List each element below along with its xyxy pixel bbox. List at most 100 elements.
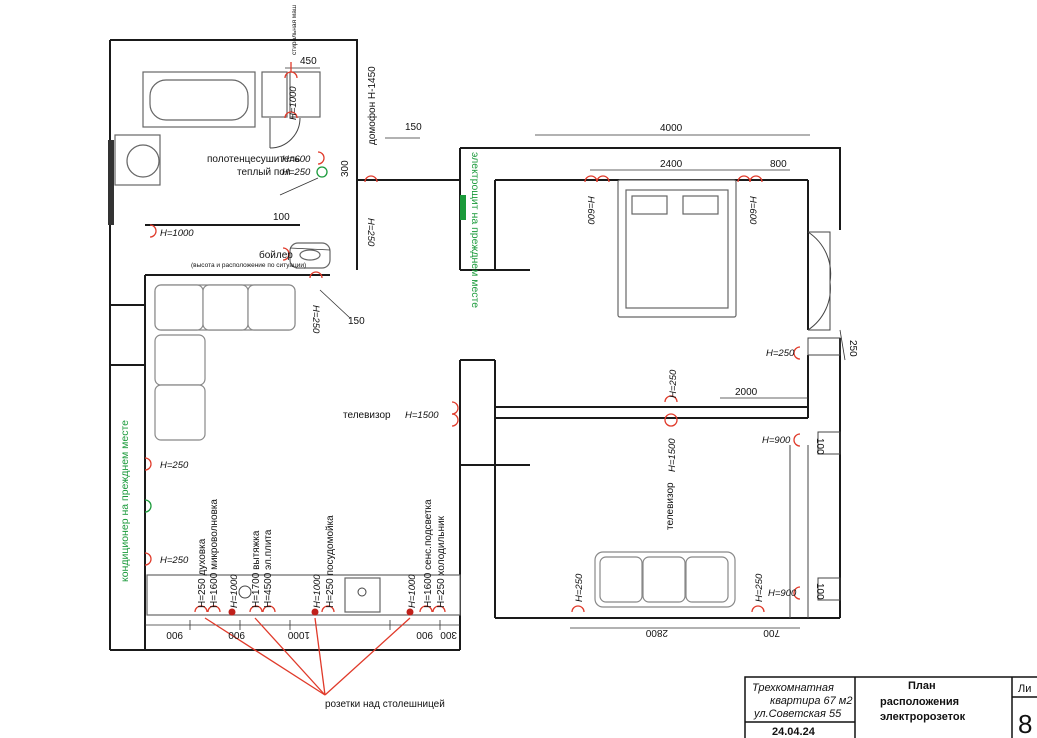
label-dim-100-b: 100 [814,438,825,455]
sheet-label: Ли [1018,683,1031,695]
label-h250-hall: Н=250 [365,218,376,247]
outlet-right-h900 [793,433,801,447]
label-dim-150-b: 150 [348,316,365,327]
kitchen-label-2: Н=1600 микроволновка [209,499,220,608]
label-intercom: домофон Н-1450 [366,66,378,145]
outlet-kitchen-4 [249,605,263,613]
label-warm-floor: теплый пол [237,167,291,178]
label-h250-floor: Н=250 [282,167,311,178]
label-countertop-outlets: розетки над столешницей [325,699,445,710]
sheet-number: 8 [1018,709,1032,738]
label-dim-100-c: 100 [814,583,825,600]
outlet-kitchen-8 [406,608,414,616]
label-h900-room2: Н=900 [768,588,797,599]
label-h1000-left: Н=1000 [160,228,194,239]
kitchen-dim-1: 900 [166,629,183,640]
outlet-bedroom-h250 [793,346,801,360]
label-h900-right: Н=900 [762,435,791,446]
label-dim-2400: 2400 [660,159,683,170]
outlet-bed-left [584,175,610,183]
outlet-kitchen-10 [432,605,446,613]
sheet-title-line1: План [908,680,936,692]
label-dim-250: 250 [847,340,858,357]
label-h250-room2-l: Н=250 [574,573,585,602]
plan-labels: стиральная маш 450 Н=1000 полотенцесушит… [119,5,858,710]
label-boiler: бойлер [259,249,293,261]
label-h600-towel: Н=600 [282,154,311,165]
outlet-warm-floor [316,166,328,178]
outlet-kitchen-7 [321,605,335,613]
kitchen-dim-3: 1000 [287,629,310,640]
walls [108,39,841,651]
outlet-kitchen-5 [262,605,276,613]
label-dim-800: 800 [770,159,787,170]
label-h1500-living: Н=1500 [405,410,439,421]
outlet-left-h250-a [144,457,152,471]
kitchen-dim-5: 300 [440,629,457,640]
title-address: ул.Советская 55 [753,708,842,720]
outlet-towel-heater [317,151,325,165]
outlet-room2-h250-l [571,605,585,613]
furniture [114,71,841,616]
title-date: 24.04.24 [772,726,816,738]
label-dim-100-a: 100 [273,212,290,223]
kitchen-label-7: Н=250 посудомойка [325,515,336,608]
kitchen-label-1: Н=250 духовка [197,538,208,608]
label-h250-left-a: Н=250 [160,460,189,471]
label-towel-heater: полотенцесушитель [207,154,300,165]
label-h250-living: Н=250 [310,305,321,334]
title-project-line2: квартира 67 м2 [770,695,852,707]
outlet-kitchen-9 [419,605,433,613]
kitchen-label-3: Н=1000 [229,574,240,608]
kitchen-label-6: Н=1000 [312,574,323,608]
label-dim-700: 700 [763,627,780,638]
outlet-symbols [144,62,801,616]
label-dim-2000: 2000 [735,387,758,398]
outlet-bath-h1000 [284,111,298,119]
outlet-left-h250-b [144,552,152,566]
label-boiler-note: (высота и расположение по ситуации) [191,262,306,269]
label-h1000-bath: Н=1000 [288,86,299,120]
outlet-kitchen-6 [311,608,319,616]
kitchen-dim-4: 900 [416,629,433,640]
kitchen-label-5: Н=4500 эл.плита [263,529,274,608]
sheet-title-line3: электророзеток [880,711,966,723]
title-project-line1: Трехкомнатная [752,682,834,694]
kitchen-label-8: Н=1000 [407,574,418,608]
outlet-kitchen-1 [194,605,208,613]
kitchen-dim-2: 900 [228,629,245,640]
outlet-hall-h250 [364,175,378,183]
dimension-lines [145,67,846,696]
kitchen-label-10: Н=250 холодильник [436,515,447,608]
outlet-left-h1000 [149,224,157,238]
outlet-mid-h250 [664,395,678,427]
label-dim-2800: 2800 [645,627,668,638]
outlet-living-h250 [309,271,323,279]
outlet-room2-h250-r [751,605,765,613]
outlet-aircon [144,499,152,513]
label-h600-bed-l: Н=600 [585,196,596,225]
label-tv-room2: телевизор [665,482,676,530]
outlet-tv-living [451,401,459,427]
label-dim-150-a: 150 [405,122,422,133]
label-dim-450: 450 [300,56,317,67]
label-h250-bedroom: Н=250 [766,348,795,359]
label-panel: электрощит на прежднем месте [469,152,481,308]
label-h1500-room2: Н=1500 [667,438,678,472]
label-dim-4000: 4000 [660,123,683,134]
outlet-tv-room2 [664,413,678,421]
outlet-kitchen-3 [228,608,236,616]
sheet-title-line2: расположения [880,696,959,708]
label-aircon: кондиционер на прежднем месте [119,420,131,582]
label-washing-machine: стиральная маш [291,5,298,55]
label-dim-300: 300 [340,160,351,177]
label-h250-left-b: Н=250 [160,555,189,566]
label-tv-living: телевизор [343,410,391,421]
kitchen-label-9: Н=1600 сенс.подсветка [423,499,434,608]
label-h600-bed-r: Н=600 [747,196,758,225]
outlet-bed-right [737,175,763,183]
title-block: Трехкомнатная квартира 67 м2 ул.Советска… [744,676,1037,738]
outlet-room2-h900 [793,586,801,600]
outlet-kitchen-2 [207,605,221,613]
